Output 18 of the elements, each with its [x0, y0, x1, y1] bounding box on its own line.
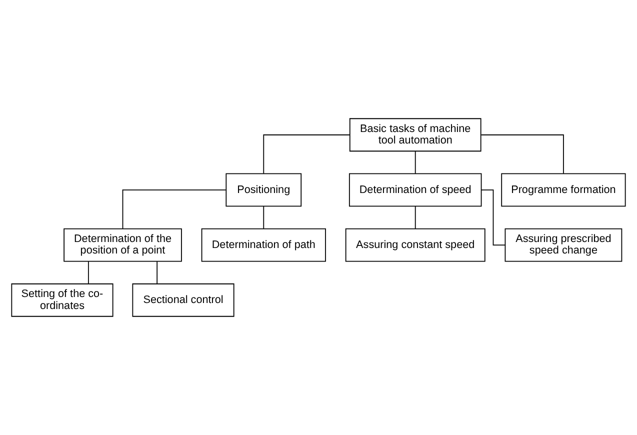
node-box: Determination of the position of a point	[64, 228, 182, 262]
node-box: Setting of the co-ordinates	[11, 283, 114, 317]
connector	[156, 261, 158, 284]
connector	[414, 206, 416, 229]
node-box: Basic tasks of machine tool automation	[349, 118, 482, 152]
node-box: Positioning	[226, 173, 302, 207]
connector	[88, 261, 89, 284]
node-box: Programme formation	[501, 173, 626, 207]
node-box: Assuring constant speed	[345, 228, 486, 262]
connector	[480, 134, 564, 174]
node-box: Determination of speed	[348, 173, 482, 207]
node-box: Determination of path	[201, 228, 326, 262]
connector	[414, 150, 416, 174]
node-box: Assuring prescribed speed change	[504, 228, 622, 262]
connector	[263, 206, 264, 229]
node-box: Sectional control	[132, 283, 234, 317]
connector	[122, 190, 226, 229]
connector	[263, 134, 350, 174]
